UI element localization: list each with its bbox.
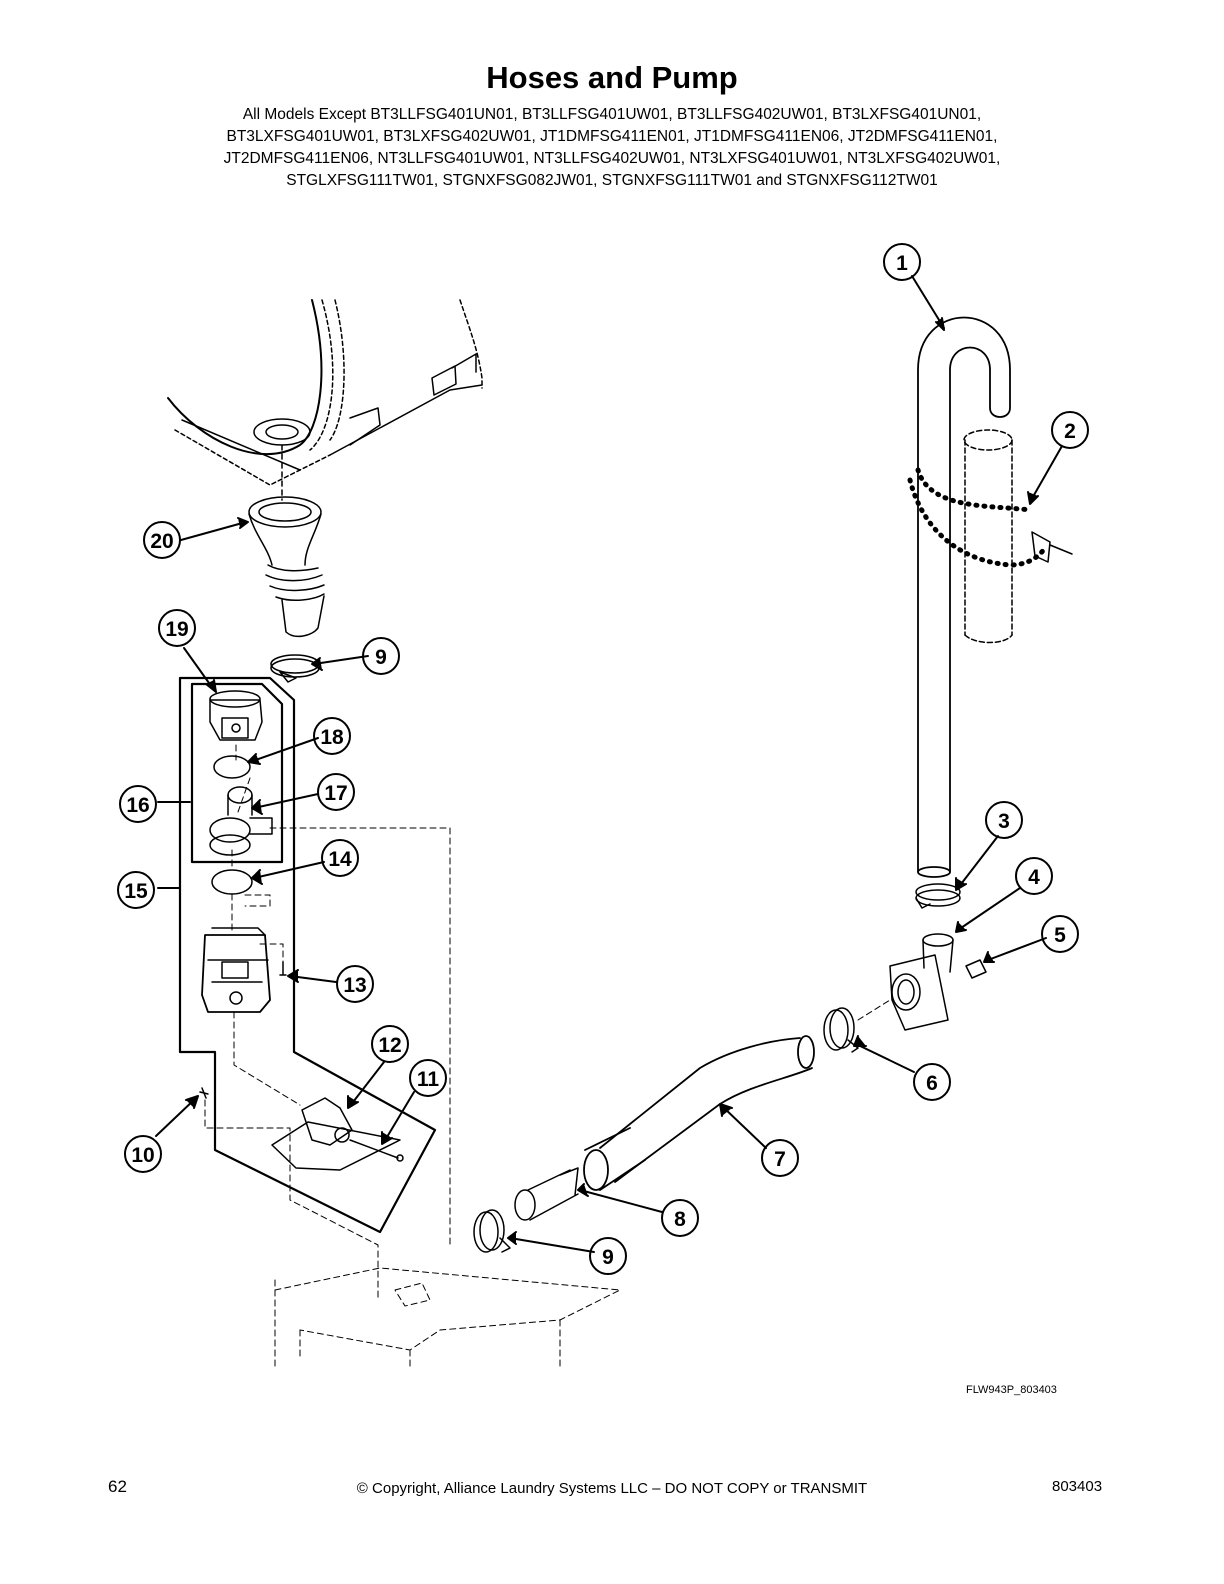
callout-13: 13 [343, 974, 366, 997]
mounting-bracket [199, 1087, 404, 1171]
copyright-notice: © Copyright, Alliance Laundry Systems LL… [356, 1480, 868, 1497]
subtitle-line: BT3LXFSG401UW01, BT3LXFSG402UW01, JT1DMF… [226, 128, 998, 145]
page-number: 62 [108, 1477, 127, 1496]
callout-12: 12 [378, 1034, 401, 1057]
callout-circles [117, 243, 1089, 1275]
page-title: Hoses and Pump [486, 60, 738, 95]
callout-labels: 1 2 3 4 5 6 7 8 9 9 10 11 12 13 14 15 16… [124, 252, 1076, 1269]
pump-outlet-hose [583, 1035, 815, 1191]
callout-18: 18 [320, 726, 344, 749]
boot-hose [248, 496, 325, 638]
callout-1: 1 [896, 252, 908, 275]
callout-10: 10 [131, 1144, 154, 1167]
callout-9-top: 9 [375, 646, 387, 669]
hose-adapter [514, 1167, 579, 1221]
pump-assembly-outline [178, 676, 437, 1234]
o-ring-upper [213, 755, 251, 779]
pump-housing [209, 786, 273, 856]
figure-id: FLW943P_803403 [966, 1384, 1057, 1396]
tub-illustration [167, 299, 483, 501]
subtitle-line: STGLXFSG111TW01, STGNXFSG082JW01, STGNXF… [286, 172, 938, 189]
o-ring-lower [211, 869, 253, 895]
callout-17: 17 [324, 782, 347, 805]
callout-20: 20 [150, 530, 173, 553]
guide-line-6 [857, 999, 891, 1021]
callout-6: 6 [926, 1072, 938, 1095]
callout-4: 4 [1028, 866, 1040, 889]
hose-clamp-bottom [473, 1209, 511, 1253]
drain-elbow [889, 933, 987, 1031]
document-number: 803403 [1052, 1478, 1103, 1495]
hose-clamp-6 [823, 1007, 859, 1053]
callout-15: 15 [124, 880, 148, 903]
callout-14: 14 [328, 848, 352, 871]
standpipe-and-chain [907, 429, 1073, 644]
callout-16: 16 [126, 794, 149, 817]
callout-5: 5 [1054, 924, 1066, 947]
pump-motor [201, 927, 287, 1013]
hose-clamp-top [270, 654, 320, 683]
assembly-guide-lines [204, 744, 451, 1301]
pump-cover [209, 690, 263, 741]
leader-arrows [155, 275, 1063, 1253]
drain-hose [917, 316, 1011, 878]
callout-3: 3 [998, 810, 1010, 833]
subtitle-line: JT2DMFSG411EN06, NT3LLFSG401UW01, NT3LLF… [223, 150, 1001, 167]
callout-9-bottom: 9 [602, 1246, 614, 1269]
model-exclusion-list: All Models Except BT3LLFSG401UN01, BT3LL… [130, 104, 1094, 192]
callout-2: 2 [1064, 420, 1076, 443]
callout-19: 19 [165, 618, 188, 641]
callout-11: 11 [417, 1068, 440, 1091]
subtitle-line: All Models Except BT3LLFSG401UN01, BT3LL… [242, 106, 982, 123]
machine-base [274, 1267, 621, 1371]
callout-7: 7 [774, 1148, 786, 1171]
callout-8: 8 [674, 1208, 686, 1231]
hose-clamp-3 [915, 883, 961, 909]
